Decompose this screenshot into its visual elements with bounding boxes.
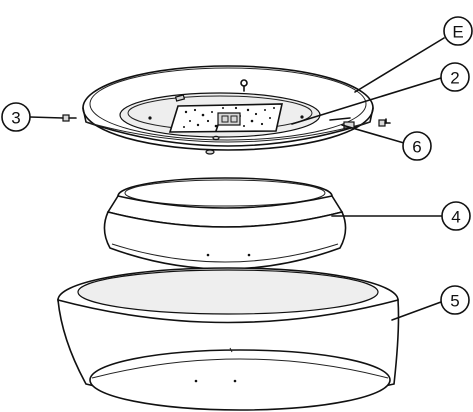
- driver-chip-left: [221, 115, 229, 123]
- rim-tab-lead: [329, 117, 351, 121]
- callout-E: E: [443, 16, 473, 46]
- driver-chip-right: [230, 115, 238, 123]
- board-clip-right: [300, 115, 304, 119]
- diffuser-flange-inner: [124, 179, 326, 207]
- callout-3: 3: [1, 102, 31, 132]
- screws-right: [378, 118, 391, 127]
- callout-6-label: 6: [412, 138, 421, 157]
- leader-2: [291, 77, 442, 125]
- screw-left: [62, 114, 77, 122]
- rim-tab-left: [174, 94, 186, 102]
- outer-shade: [57, 267, 400, 411]
- diffuser-lower-edge: [111, 243, 339, 263]
- callout-5: 5: [440, 285, 470, 315]
- callout-5-label: 5: [450, 292, 459, 311]
- inner-diffuser: [103, 177, 347, 270]
- shade-seam: [229, 347, 233, 353]
- leader-6: [341, 124, 405, 144]
- shade-bottom-inner-edge: [91, 358, 389, 379]
- shade-top-inner: [77, 269, 379, 315]
- callout-2-label: 2: [450, 69, 459, 88]
- base-rim-inner-edge: [89, 67, 367, 141]
- callout-6: 6: [402, 131, 432, 161]
- board-clip-left: [148, 116, 152, 120]
- callout-4-label: 4: [451, 208, 460, 227]
- base-bottom-nub: [205, 149, 215, 155]
- callout-E-label: E: [452, 23, 463, 42]
- led-board-components: [183, 106, 275, 128]
- leader-5: [391, 301, 442, 321]
- screw-right-head: [378, 119, 386, 127]
- board-clip-bottom: [212, 135, 220, 141]
- shade-mark-left: [194, 379, 198, 383]
- leader-lines: [29, 37, 445, 321]
- base-rim-side: [82, 107, 374, 147]
- shade-bottom-opening: [89, 349, 391, 411]
- diffuser-body: [103, 211, 347, 270]
- diffuser-mark-left: [206, 253, 210, 257]
- leader-E: [354, 37, 445, 93]
- base-rim-bottom-edge: [85, 121, 371, 143]
- led-module: [148, 103, 304, 141]
- shade-mark-right: [233, 379, 237, 383]
- leader-3: [29, 116, 64, 119]
- callout-4: 4: [441, 201, 471, 231]
- diffuser-mark-right: [247, 253, 251, 257]
- callout-3-label: 3: [11, 109, 20, 128]
- driver-wire: [215, 124, 219, 132]
- callout-2: 2: [440, 62, 470, 92]
- screw-head: [62, 114, 70, 122]
